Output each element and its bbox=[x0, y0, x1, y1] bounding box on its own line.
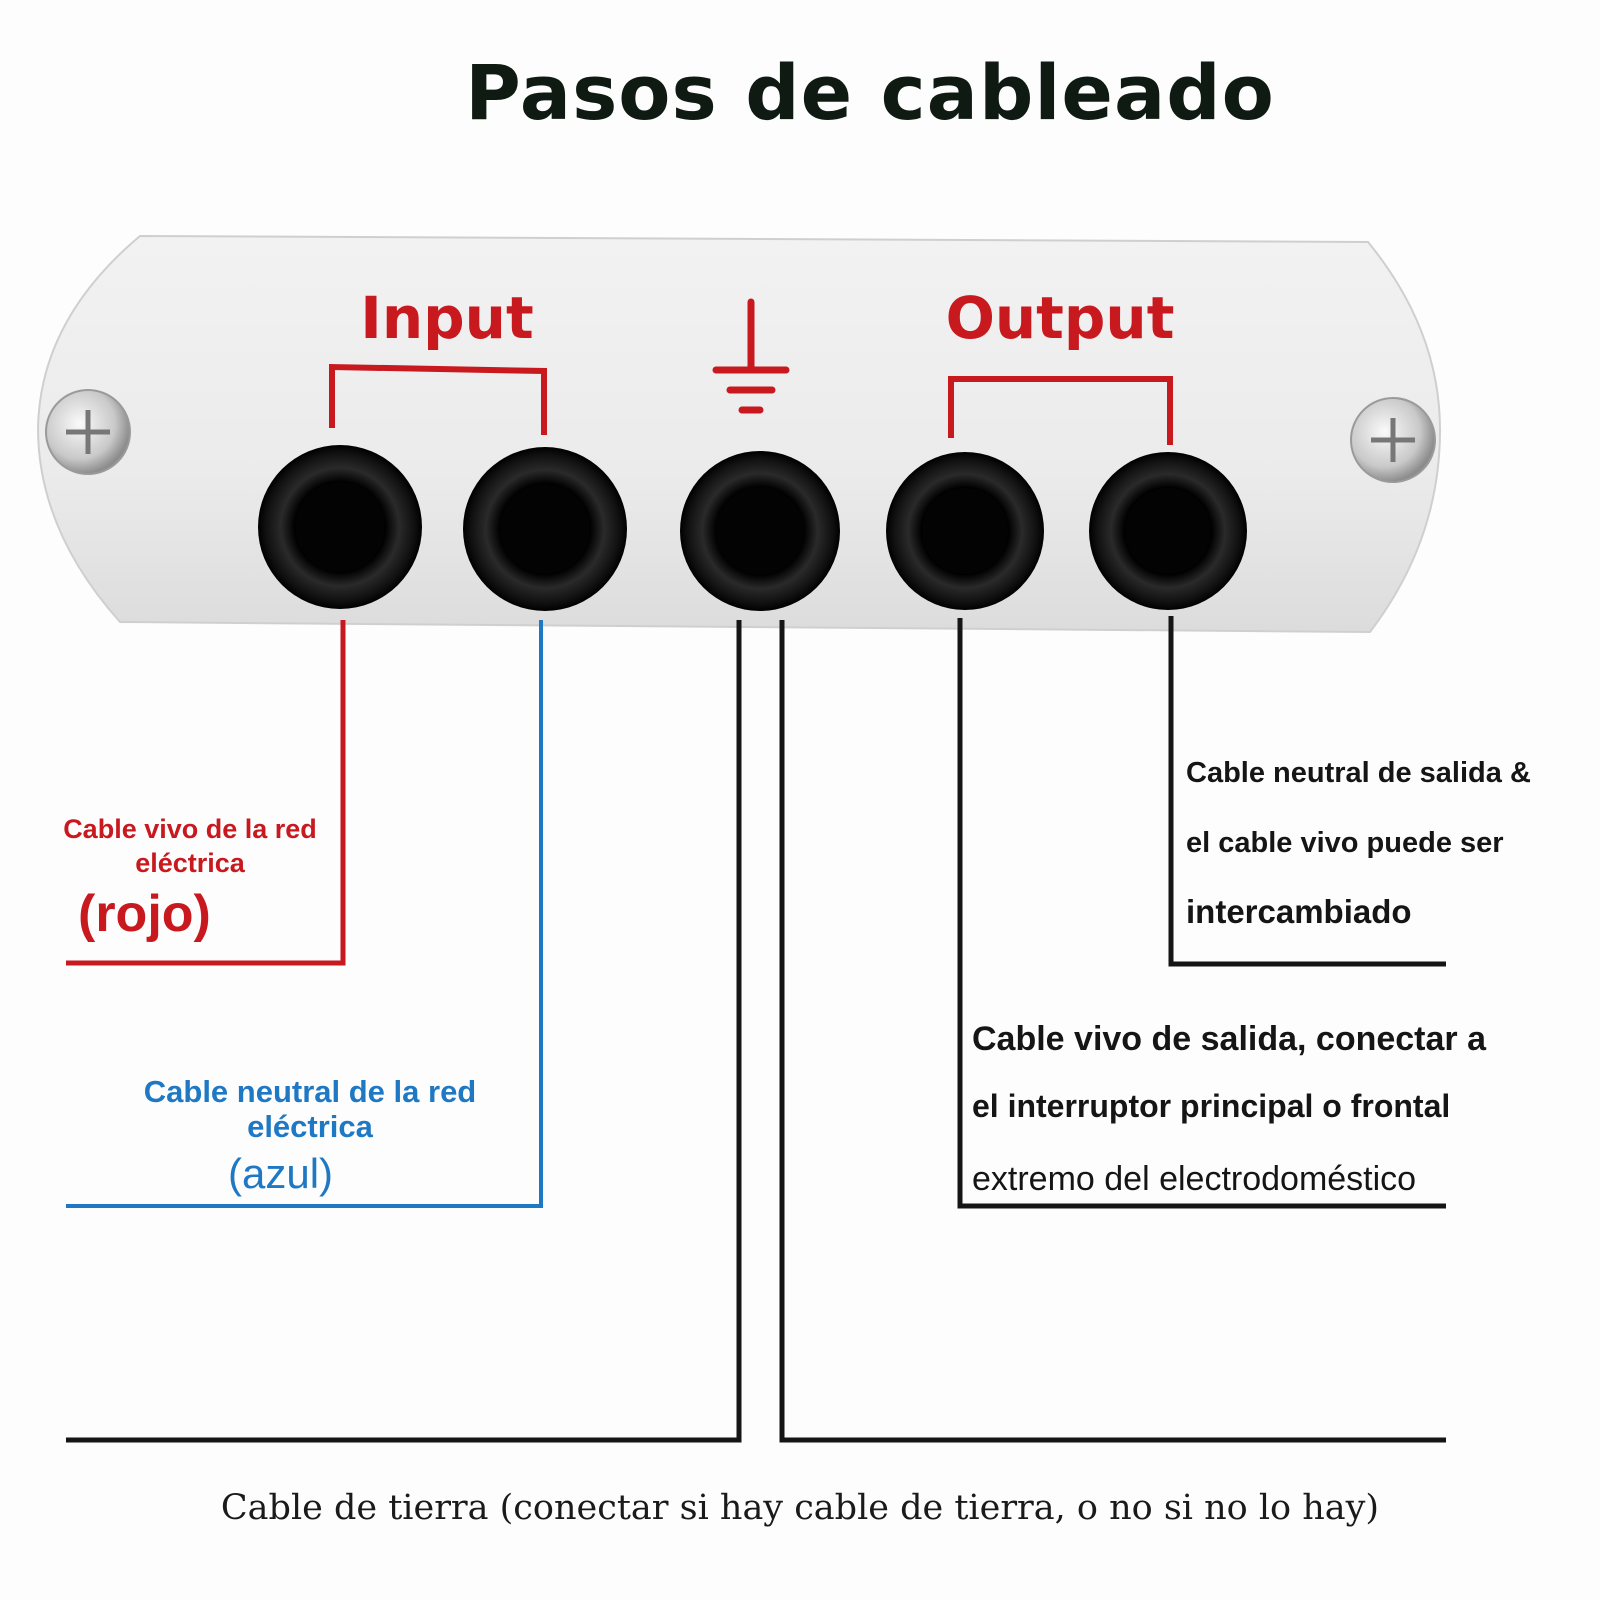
terminal-ground bbox=[680, 451, 840, 611]
live-in-line2: eléctrica bbox=[135, 848, 245, 878]
left-screw-icon bbox=[45, 389, 131, 475]
live-out-line2: el interruptor principal o frontal bbox=[972, 1088, 1451, 1124]
ground-icon bbox=[712, 298, 790, 414]
live-in-wire bbox=[66, 620, 346, 966]
neutral-out-line2: el cable vivo puede ser bbox=[1186, 827, 1504, 859]
ground-wire-left bbox=[66, 620, 742, 1443]
neutral-out-wire bbox=[1168, 616, 1446, 967]
neutral-in-line2: eléctrica bbox=[247, 1109, 373, 1144]
live-out-wire bbox=[957, 618, 1446, 1209]
live-in-line1: Cable vivo de la red bbox=[63, 814, 317, 844]
live-out-line3: extremo del electrodoméstico bbox=[972, 1160, 1417, 1198]
ground-note: Cable de tierra (conectar si hay cable d… bbox=[220, 1488, 1380, 1528]
neutral-in-wire bbox=[66, 620, 543, 1208]
input-label: Input bbox=[360, 284, 533, 352]
input-bracket bbox=[329, 363, 547, 435]
live-in-color-label: (rojo) bbox=[78, 885, 211, 943]
live-in-label: Cable vivo de la red eléctrica bbox=[40, 812, 340, 880]
terminal-neutral-in bbox=[463, 447, 627, 611]
live-out-line1: Cable vivo de salida, conectar a bbox=[972, 1020, 1487, 1058]
neutral-in-label: Cable neutral de la red eléctrica bbox=[110, 1074, 510, 1144]
output-label: Output bbox=[946, 284, 1175, 352]
right-screw-icon bbox=[1350, 397, 1436, 483]
terminal-live-out bbox=[886, 452, 1044, 610]
live-out-label: Cable vivo de salida, conectar a el inte… bbox=[972, 1020, 1592, 1199]
neutral-in-line1: Cable neutral de la red bbox=[143, 1074, 477, 1109]
terminal-live-in bbox=[258, 445, 422, 609]
neutral-out-line3: intercambiado bbox=[1186, 893, 1412, 930]
neutral-in-color-label: (azul) bbox=[228, 1150, 334, 1197]
terminal-neutral-out bbox=[1089, 452, 1247, 610]
neutral-out-label: Cable neutral de salida & el cable vivo … bbox=[1186, 757, 1586, 931]
ground-wire-right bbox=[779, 620, 1446, 1443]
page-title: Pasos de cableado bbox=[465, 48, 1275, 137]
output-bracket bbox=[948, 376, 1173, 445]
neutral-out-line1: Cable neutral de salida & bbox=[1186, 757, 1531, 789]
